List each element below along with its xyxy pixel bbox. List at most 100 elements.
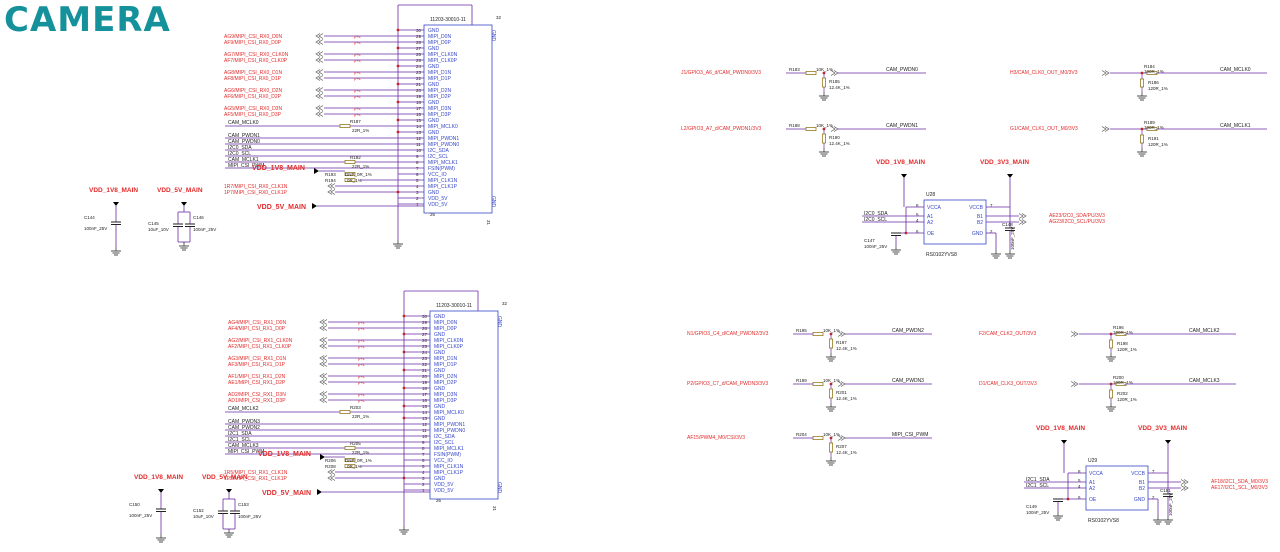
pin-label: GND <box>434 386 446 392</box>
resistor-ref: R200 <box>1113 375 1124 380</box>
off-page-connector-icon <box>1101 126 1107 132</box>
resistor-value: 10K_1% <box>823 328 840 333</box>
pin-label: MIPI_D2P <box>434 380 457 386</box>
pin-label: A1 <box>1089 480 1095 486</box>
resistor-ref: R187 <box>350 119 361 124</box>
resistor-icon <box>344 464 356 468</box>
off-page-connector-icon <box>322 337 328 343</box>
resistor-icon <box>829 388 833 399</box>
connector-body <box>423 24 493 214</box>
signal-label: CAM_MCLK0 <box>1220 67 1251 73</box>
pin-label: MIPI_D3P <box>434 398 457 404</box>
resistor-ref: R189 <box>1144 120 1155 125</box>
resistor-icon <box>822 77 826 88</box>
off-page-connector-icon <box>315 57 321 63</box>
capacitor-value: 100nF_25V <box>1168 493 1173 516</box>
net-tag: p+s <box>358 338 365 343</box>
pin-number: 20 <box>416 88 422 93</box>
pin-number: 25 <box>422 344 428 349</box>
capacitor-value: 100nF_25V <box>129 513 152 518</box>
capacitor-ref: C148 <box>1002 222 1013 227</box>
pin-number: 12 <box>422 422 428 427</box>
pin-number: 26 <box>436 498 442 503</box>
off-page-connector-icon <box>319 337 325 343</box>
junction-dot <box>396 64 400 68</box>
signal-label: CAM_MCLK1 <box>228 157 259 163</box>
pin-number: 21 <box>422 368 428 373</box>
power-net-label: VDD_5V_MAIN <box>202 474 248 481</box>
junction-dot <box>402 386 406 390</box>
pin-label: MIPI_D1P <box>434 362 457 368</box>
net-label: J1/GPIO3_A6_d/CAM_PWDN0/3V3 <box>681 70 761 76</box>
resistor-ref: R207 <box>836 444 847 449</box>
pin-label: MIPI_MCLK0 <box>434 410 464 416</box>
pin-number: 10 <box>422 434 428 439</box>
off-page-connector-icon <box>327 475 333 481</box>
pin-number: 17 <box>416 106 422 111</box>
resistor-ref: R191 <box>1148 136 1159 141</box>
resistor-ref: R183 <box>789 67 800 72</box>
pin-number: 16 <box>416 112 422 117</box>
pin-label: MIPI_D2P <box>428 94 451 100</box>
pin-number: 29 <box>422 320 428 325</box>
pin-number: 2 <box>990 229 993 234</box>
pin-label: B2 <box>977 220 983 226</box>
resistor-value: 22R_1% <box>352 128 369 133</box>
pin-number: 6 <box>1078 495 1081 500</box>
pin-number: 6 <box>416 172 419 177</box>
power-arrow-icon <box>901 174 907 178</box>
pin-label: I2C_SCL <box>428 154 449 160</box>
resistor-ref: R184 <box>1144 64 1155 69</box>
off-page-connector-icon <box>1018 213 1024 219</box>
resistor-icon <box>812 332 824 336</box>
pin-number: 5 <box>1078 478 1081 483</box>
pin-number: 29 <box>416 34 422 39</box>
power-arrow-icon <box>1165 440 1171 444</box>
pin-label: I2C_SCL <box>434 440 455 446</box>
pin-number: 4 <box>1078 484 1081 489</box>
off-page-connector-icon <box>1070 331 1076 337</box>
signal-label: CAM_MCLK3 <box>228 443 259 449</box>
pin-label: MIPI_D3N <box>434 392 457 398</box>
capacitor-value: 100nF_25V <box>84 226 107 231</box>
net-label: AD2/MIPI_CSI_RX1_D3N <box>228 392 286 398</box>
power-net-label: VDD_1V8_MAIN <box>134 474 183 481</box>
net-label: AE17/I2C1_SCL_M0/3V3 <box>1211 485 1268 491</box>
pin-number: 32 <box>496 15 502 20</box>
signal-label: I2C1_SDA <box>1026 477 1050 483</box>
pin-label: A1 <box>927 214 933 220</box>
resistor-icon <box>344 172 356 176</box>
pin-number: 4 <box>916 218 919 223</box>
pin-number: 30 <box>422 314 428 319</box>
net-tag: p+s <box>358 380 365 385</box>
resistor-value: DNP_0R_1% <box>345 172 372 177</box>
resistor-icon <box>339 124 351 128</box>
off-page-connector-icon <box>1104 70 1110 76</box>
capacitor-ref: C147 <box>864 238 875 243</box>
pin-number: 3 <box>422 476 425 481</box>
pin-label: GND <box>490 30 496 42</box>
off-page-connector-icon <box>1021 213 1027 219</box>
junction-dot <box>402 404 406 408</box>
pin-label: MIPI_CLK1P <box>434 470 464 476</box>
net-label: AF4/MIPI_CSI_RX1_D0P <box>228 326 286 332</box>
pin-label: MIPI_D2N <box>428 88 451 94</box>
resistor-icon <box>339 410 351 414</box>
net-label: G1/CAM_CLK1_OUT_M0/3V3 <box>1010 126 1078 132</box>
resistor-ref: R188 <box>789 123 800 128</box>
off-page-connector-icon <box>319 325 325 331</box>
net-label: AE23/I2C0_SDA/PU/3V3 <box>1049 213 1105 219</box>
off-page-connector-icon <box>318 87 324 93</box>
off-page-connector-icon <box>318 111 324 117</box>
resistor-icon <box>344 178 356 182</box>
pin-number: 5 <box>422 464 425 469</box>
pin-number: 27 <box>416 46 422 51</box>
pin-number: 22 <box>416 76 422 81</box>
resistor-icon <box>822 133 826 144</box>
resistor-icon <box>1140 134 1144 144</box>
off-page-connector-icon <box>1183 485 1189 491</box>
net-label: 1R5/MIPI_CSI_RX1_CLK1N <box>224 470 288 476</box>
pin-label: MIPI_D3P <box>428 112 451 118</box>
resistor-ref: R198 <box>1117 341 1128 346</box>
